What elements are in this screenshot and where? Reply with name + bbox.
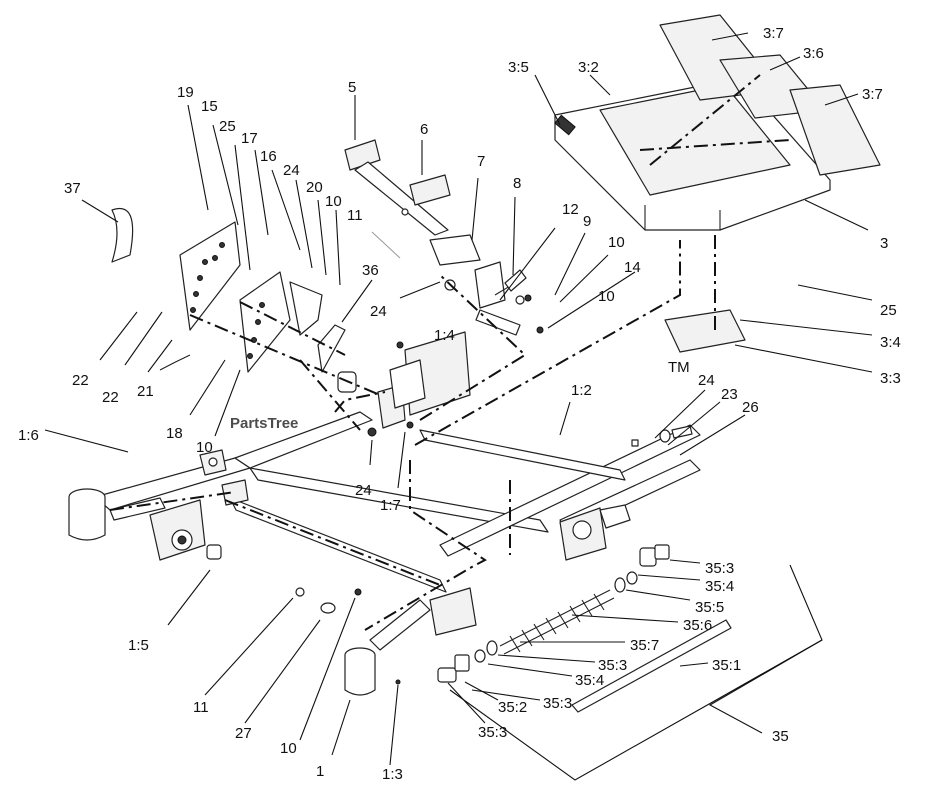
callout-11b: 11 — [193, 699, 209, 716]
callout-1-2: 1:2 — [571, 382, 592, 399]
foot-platform — [554, 14, 881, 353]
callout-24a: 24 — [283, 162, 300, 179]
callout-37: 37 — [64, 180, 81, 197]
spring-assembly — [437, 425, 732, 713]
callout-10c: 10 — [325, 193, 342, 210]
callout-1-6: 1:6 — [18, 427, 39, 444]
callout-35-3b: 35:3 — [598, 657, 627, 674]
callout-6: 6 — [420, 121, 428, 138]
callout-35-3a: 35:3 — [705, 560, 734, 577]
callout-11a: 11 — [347, 207, 363, 224]
callout-17: 17 — [241, 130, 258, 147]
callout-35-6: 35:6 — [683, 617, 712, 634]
callout-25b: 25 — [219, 118, 236, 135]
callout-9: 9 — [583, 213, 591, 230]
callout-8: 8 — [513, 175, 521, 192]
callout-15: 15 — [201, 98, 218, 115]
callout-35-2: 35:2 — [498, 699, 527, 716]
callout-3-7b: 3:7 — [862, 86, 883, 103]
callout-1-4: 1:4 — [434, 327, 455, 344]
callout-22a: 22 — [72, 372, 89, 389]
callout-35-3c: 35:3 — [543, 695, 572, 712]
callout-24b: 24 — [370, 303, 387, 320]
callout-27: 27 — [235, 725, 252, 742]
callout-26: 26 — [742, 399, 759, 416]
callout-3-4: 3:4 — [880, 334, 901, 351]
callout-1: 1 — [316, 763, 324, 780]
callout-22b: 22 — [102, 389, 119, 406]
callout-3-3: 3:3 — [880, 370, 901, 387]
mounting-plate — [295, 331, 471, 685]
callout-36: 36 — [362, 262, 379, 279]
callout-3-7a: 3:7 — [763, 25, 784, 42]
callout-1-5: 1:5 — [128, 637, 149, 654]
callout-10d: 10 — [196, 439, 213, 456]
callout-35-4b: 35:4 — [575, 672, 604, 689]
callout-1-3: 1:3 — [382, 766, 403, 783]
callout-7: 7 — [477, 153, 485, 170]
callout-35-1: 35:1 — [712, 657, 741, 674]
callout-labels: 3:7 3:6 3:7 3:5 3:2 5 6 7 8 12 9 10 10 1… — [18, 25, 901, 783]
assembly-lines — [109, 74, 791, 631]
callout-16: 16 — [260, 148, 277, 165]
callout-10e: 10 — [280, 740, 297, 757]
main-frame — [68, 384, 701, 696]
callout-21: 21 — [137, 383, 154, 400]
callout-35-5: 35:5 — [695, 599, 724, 616]
callout-18: 18 — [166, 425, 183, 442]
callout-3-5: 3:5 — [508, 59, 529, 76]
callout-14: 14 — [624, 259, 641, 276]
callout-35-4a: 35:4 — [705, 578, 734, 595]
callout-19: 19 — [177, 84, 194, 101]
callout-24d: 24 — [698, 372, 715, 389]
side-plates — [111, 207, 346, 373]
watermark: PartsTree — [230, 415, 298, 432]
callout-3: 3 — [880, 235, 888, 252]
callout-3-6: 3:6 — [803, 45, 824, 62]
callout-25a: 25 — [880, 302, 897, 319]
callout-1-7: 1:7 — [380, 497, 401, 514]
callout-35-7: 35:7 — [630, 637, 659, 654]
callout-35: 35 — [772, 728, 789, 745]
callout-20: 20 — [306, 179, 323, 196]
callout-3-2: 3:2 — [578, 59, 599, 76]
callout-10a: 10 — [608, 234, 625, 251]
callout-24c: 24 — [355, 482, 372, 499]
callout-5: 5 — [348, 79, 356, 96]
callout-12: 12 — [562, 201, 579, 218]
callout-23: 23 — [721, 386, 738, 403]
callout-10b: 10 — [598, 288, 615, 305]
leader-lines — [44, 32, 873, 781]
watermark-tm: TM — [668, 359, 690, 376]
callout-35-3d: 35:3 — [478, 724, 507, 741]
